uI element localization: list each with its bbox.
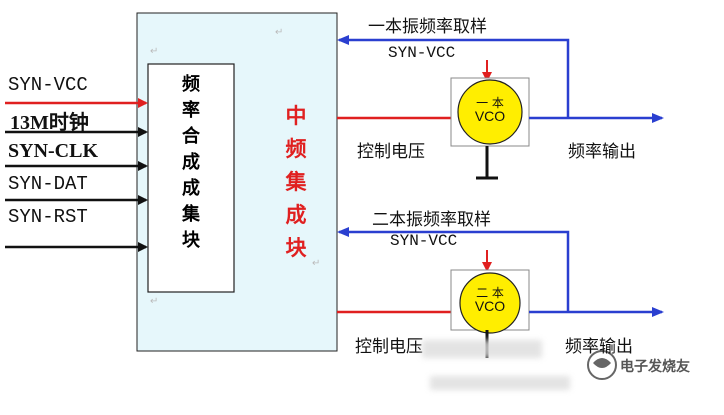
vco2-circle [459,272,521,334]
blur-artifact [430,376,570,390]
vco1-name-line1: 一 本 [476,96,504,110]
vco1-output-label: 频率输出 [568,142,636,162]
vco1-supply-label: SYN-VCC [388,44,456,62]
vco2-name-line1: 二 本 [476,286,504,300]
vco1-sample-label: 一本振频率取样 [368,17,487,37]
synth-block [147,63,235,293]
vco2-output-label: 频率输出 [565,337,633,357]
input-label-syn-clk: SYN-CLK [8,140,99,162]
input-label-13m-clock: 13M时钟 [10,112,89,134]
vco1-name-line2: VCO [474,108,506,124]
watermark-text: 电子发烧友 [620,359,690,375]
vco1-circle [457,79,523,145]
vco1-control-label: 控制电压 [357,142,425,162]
vco2-name-line2: VCO [474,298,506,314]
watermark-logo-icon [587,350,617,380]
input-label-syn-dat: SYN-DAT [8,173,88,195]
if-block-label: 中 频 集 成 块 [285,104,307,260]
sample-wire-2 [337,227,570,312]
blur-artifact [422,340,542,358]
vco2-supply-label: SYN-VCC [390,232,458,250]
input-label-syn-vcc: SYN-VCC [8,74,88,96]
vco2-sample-label: 二本振频率取样 [372,210,491,230]
synth-block-label: 频 率 合 成 成 集 块 [182,74,200,251]
input-label-syn-rst: SYN-RST [8,206,88,228]
vco2-control-label: 控制电压 [355,337,423,357]
sample-wire-1 [337,35,570,118]
